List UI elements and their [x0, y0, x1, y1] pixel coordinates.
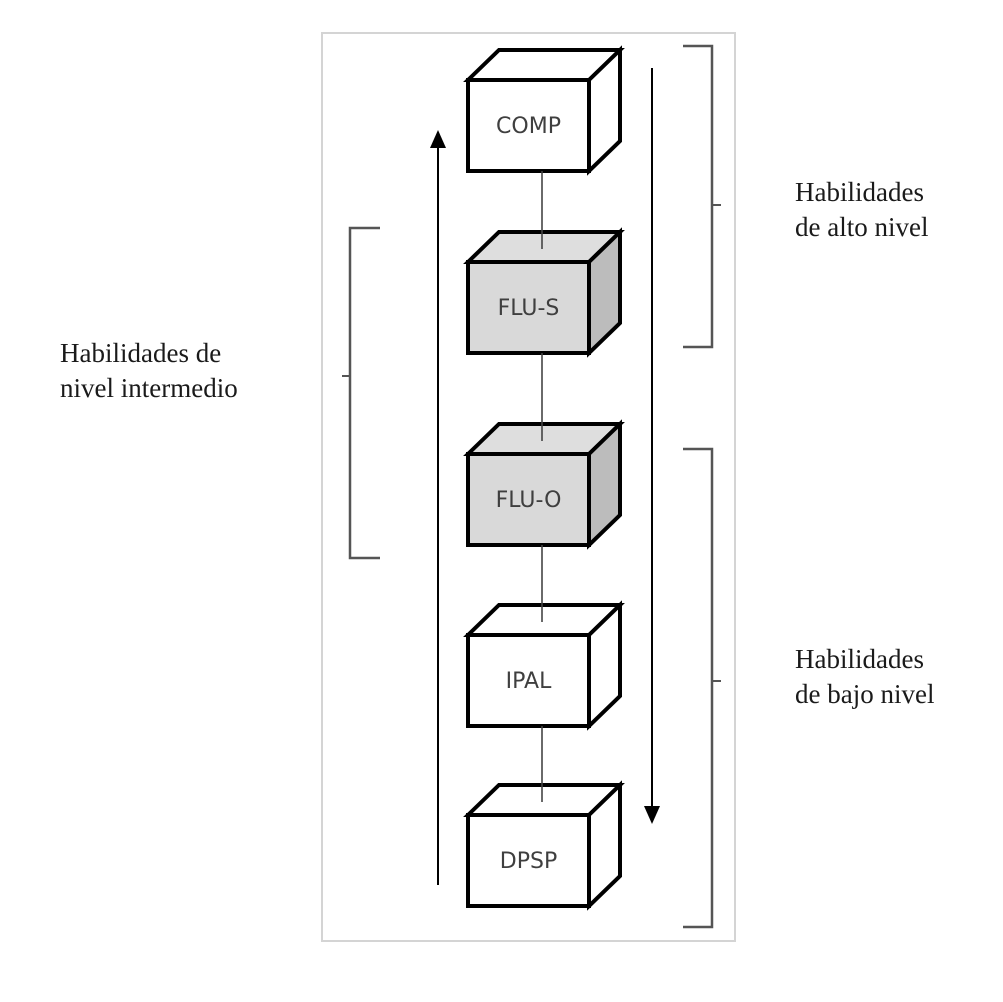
cube-label-comp: COMP — [496, 114, 561, 139]
arrow-down-icon — [644, 68, 660, 824]
bracket-low-level-line — [683, 447, 714, 929]
bracket-high-level-line — [683, 44, 714, 349]
cube-flu-s: FLU-S — [463, 227, 625, 358]
cube-ipal: IPAL — [463, 600, 625, 731]
cube-front-face — [466, 813, 591, 908]
cube-label-ipal: IPAL — [506, 669, 552, 694]
bracket-intermediate-level — [342, 226, 380, 560]
label-intermediate-level-line-1: Habilidades de — [60, 338, 221, 368]
cube-dpsp: DPSP — [463, 780, 625, 911]
label-intermediate-level-line-2: nivel intermedio — [60, 373, 238, 403]
cube-front-face — [466, 260, 591, 355]
cube-label-dpsp: DPSP — [500, 849, 557, 874]
arrow-up-icon — [430, 130, 446, 885]
skill-cubes: COMP FLU-S FLU-O IPAL DPSP — [463, 45, 625, 911]
cube-front-face — [466, 78, 591, 173]
arrow-up-head — [430, 130, 446, 148]
label-high-level: Habilidades de alto nivel — [795, 177, 931, 242]
label-high-level-line-2: de alto nivel — [795, 212, 928, 242]
bracket-intermediate-level-line — [348, 226, 380, 560]
cube-comp: COMP — [463, 45, 625, 176]
label-low-level: Habilidades de bajo nivel — [795, 644, 934, 709]
label-high-level-line-1: Habilidades — [795, 177, 924, 207]
cube-label-flu-s: FLU-S — [498, 296, 560, 321]
bracket-low-level — [683, 447, 721, 929]
cube-label-flu-o: FLU-O — [496, 488, 562, 513]
cube-flu-o: FLU-O — [463, 419, 625, 550]
label-intermediate-level: Habilidades de nivel intermedio — [60, 338, 238, 403]
label-low-level-line-2: de bajo nivel — [795, 679, 934, 709]
arrow-down-head — [644, 806, 660, 824]
label-low-level-line-1: Habilidades — [795, 644, 924, 674]
bracket-high-level — [683, 44, 721, 349]
cube-front-face — [466, 633, 591, 728]
cube-front-face — [466, 452, 591, 547]
